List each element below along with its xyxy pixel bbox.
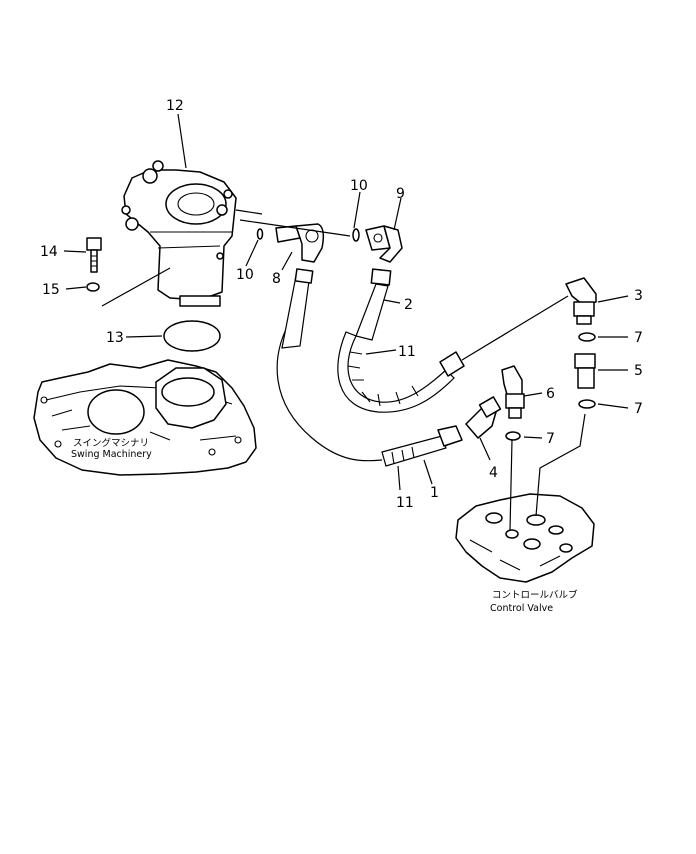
callout-9: 9 [396,186,405,202]
callout-7-lower: 7 [634,401,643,417]
o-ring-7-lower [578,399,596,409]
callout-2: 2 [404,297,413,313]
callout-11-lower: 11 [396,495,414,511]
callout-4: 4 [489,465,498,481]
callout-6: 6 [546,386,555,402]
callout-13: 13 [106,330,124,346]
connector-line-5-to-valve [535,413,586,517]
hose-1 [276,268,463,467]
o-ring-10-left [256,228,264,240]
callout-14: 14 [40,244,58,260]
washer-15 [86,282,100,292]
connector-line-6-to-valve [509,439,513,531]
o-ring-10-right [352,228,360,242]
hose-2 [337,268,569,413]
swing-machinery-housing [33,359,257,476]
bolt-14 [86,237,102,273]
callout-5: 5 [634,363,643,379]
swing-motor [121,160,237,307]
swing-machinery-label-en: Swing Machinery [71,449,152,460]
callout-12: 12 [166,98,184,114]
o-ring-13 [163,320,221,352]
swing-machinery-label-jp: スイングマシナリ [73,437,149,449]
callout-leaders [63,113,629,491]
elbow-fitting-6 [501,365,525,419]
callout-15: 15 [42,282,60,298]
elbow-fitting-9 [365,225,403,263]
o-ring-7-middle [505,431,521,441]
o-ring-7-upper [578,332,596,342]
elbow-fitting-3 [565,277,597,325]
callout-8: 8 [272,271,281,287]
control-valve [455,493,595,583]
callout-11-upper: 11 [398,344,416,360]
callout-10-top: 10 [350,178,368,194]
callout-10-left: 10 [236,267,254,283]
control-valve-label-jp: コントロールバルブ [492,589,578,601]
callout-3: 3 [634,288,643,304]
elbow-fitting-4 [465,396,502,439]
connector-line-motor-to-fittings [235,209,351,237]
adapter-5 [574,353,596,389]
callout-7-upper: 7 [634,330,643,346]
callout-1: 1 [430,485,439,501]
callout-7-middle: 7 [546,431,555,447]
elbow-fitting-8 [275,223,325,263]
connector-line-motor-to-washer [101,267,171,307]
control-valve-label-en: Control Valve [490,603,553,614]
